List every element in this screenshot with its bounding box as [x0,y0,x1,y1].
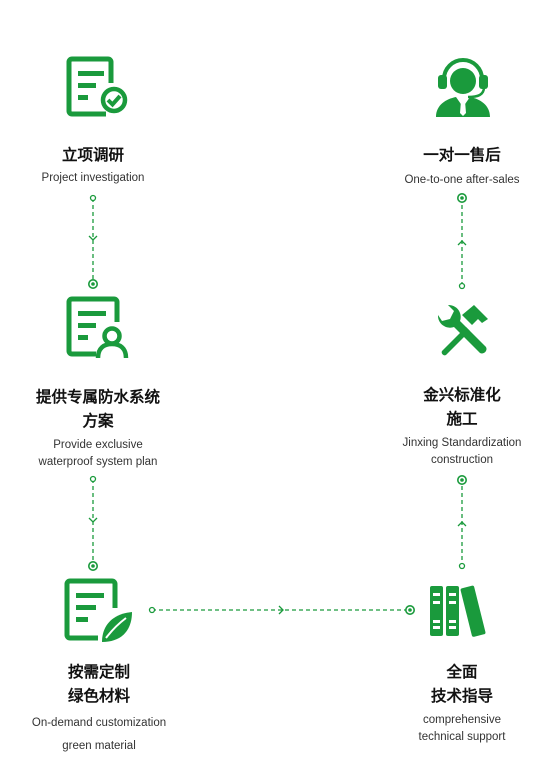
document-person-icon [66,296,130,364]
step-title: 立项调研 [61,146,124,164]
step-title: 提供专属防水系统 方案 [35,388,160,430]
headset-agent-icon [432,55,494,123]
step-title: 金兴标准化 施工 [423,386,501,428]
step-title: 一对一售后 [423,146,501,164]
tools-icon [432,301,492,365]
books-icon [430,584,494,642]
document-check-icon [66,55,130,121]
step-subtitle: Jinxing Standardization construction [402,437,522,466]
step-subtitle: Provide exclusive waterproof system plan [38,439,158,468]
step-subtitle: Project investigation [41,172,145,184]
step-subtitle: comprehensive technical support [418,714,506,743]
document-leaf-icon [64,578,134,648]
step-title: 全面 技术指导 [430,663,493,705]
step-title: 按需定制 绿色材料 [67,663,130,705]
step-subtitle: On-demand customization green material [31,717,167,752]
step-subtitle: One-to-one after-sales [404,174,520,186]
